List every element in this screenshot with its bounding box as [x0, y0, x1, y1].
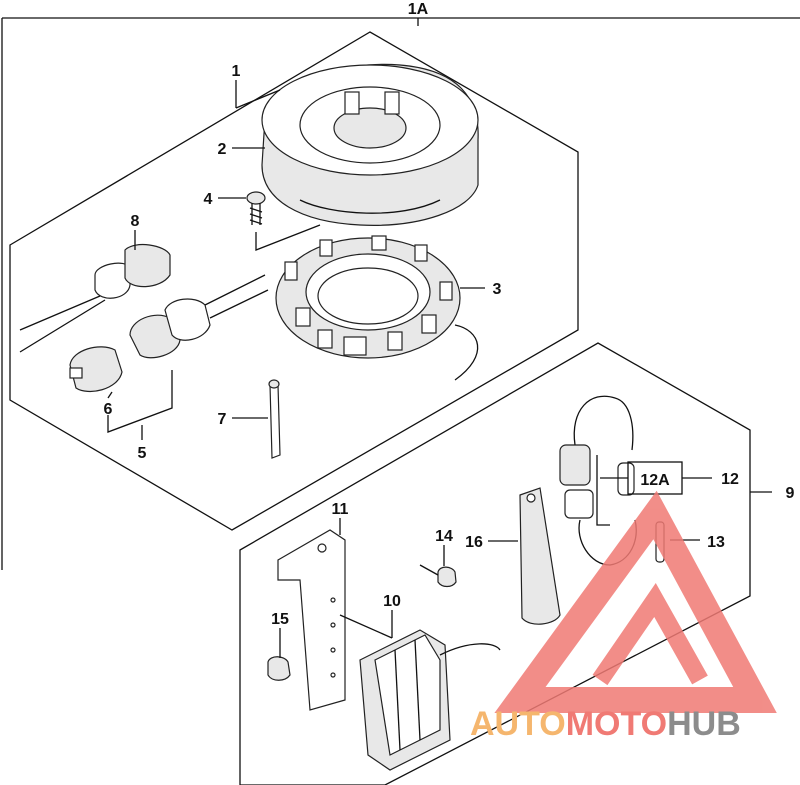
callout-6: 6 [104, 401, 113, 418]
leader-lines [107, 80, 772, 658]
flywheel-part [261, 63, 479, 226]
callout-11: 11 [332, 501, 349, 518]
callout-labels: 1 2 3 4 5 6 7 8 9 10 11 12 12A 13 14 15 … [104, 63, 795, 628]
screw-part-4 [246, 191, 321, 251]
callout-16: 16 [465, 534, 483, 551]
callout-12: 12 [721, 471, 739, 488]
block-part-10 [359, 629, 501, 771]
frame-1a: 1A [1, 1, 800, 570]
stator-part [275, 235, 479, 381]
sleeve-part-12a [617, 462, 635, 496]
callout-13: 13 [707, 534, 725, 551]
callout-4: 4 [204, 191, 213, 208]
resistor-part-12 [559, 395, 637, 566]
watermark-hub: HUB [667, 705, 741, 743]
callout-14: 14 [435, 528, 453, 545]
callout-15: 15 [271, 611, 289, 628]
nut-part-15 [267, 656, 291, 681]
connector-part-8 [19, 243, 171, 353]
svg-text:AUTOMOTOHUB: AUTOMOTOHUB [470, 705, 741, 743]
callout-1: 1 [232, 63, 241, 80]
pin-part-7 [268, 379, 281, 459]
plug-part-5 [129, 274, 269, 359]
screw-part-14 [419, 564, 457, 588]
callout-7: 7 [218, 411, 227, 428]
watermark-logo: AUTOMOTOHUB [470, 490, 777, 743]
strap-part-16 [519, 487, 561, 625]
callout-8: 8 [131, 213, 140, 230]
callout-3: 3 [493, 281, 502, 298]
watermark-auto: AUTO [470, 705, 566, 743]
group-box-9 [239, 342, 751, 785]
watermark-moto: MOTO [566, 705, 667, 743]
title-1a: 1A [408, 1, 429, 18]
group-box-1 [9, 31, 579, 531]
callout-12a: 12A [640, 472, 670, 489]
callout-9: 9 [786, 485, 795, 502]
callout-2: 2 [218, 141, 227, 158]
plate-part-11 [277, 529, 346, 711]
leader-5-6 [107, 370, 173, 433]
callout-5: 5 [138, 445, 147, 462]
boot-part-6 [69, 346, 123, 393]
watermark-triangle-icon [494, 490, 777, 713]
callout-10: 10 [383, 593, 401, 610]
